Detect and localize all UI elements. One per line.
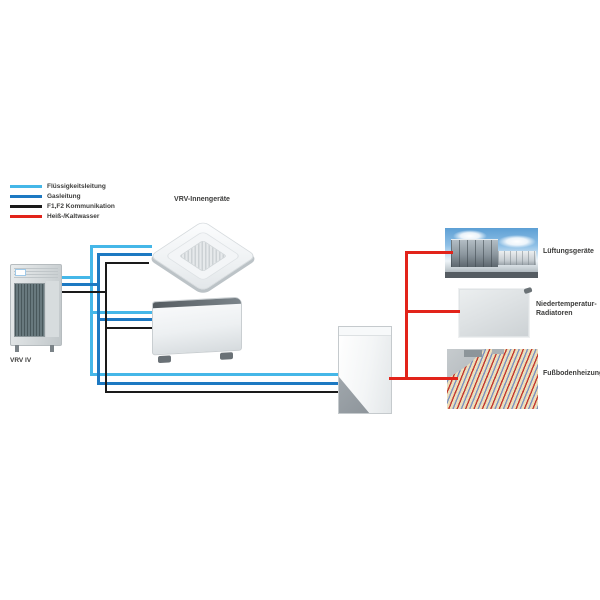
outdoor-unit-grille (14, 283, 45, 337)
comm-line-to-console (105, 327, 152, 329)
roof-ground (445, 272, 538, 278)
water-line-to-ventilation (405, 251, 453, 254)
water-line-to-radiator (405, 310, 460, 313)
legend: Flüssigkeitsleitung Gasleitung F1,F2 Kom… (10, 181, 115, 221)
outdoor-unit-label: VRV IV (10, 357, 32, 364)
indoor-units-label: VRV-Innengeräte (174, 196, 230, 203)
console-foot (220, 352, 233, 360)
legend-label: Gasleitung (47, 192, 81, 200)
liquid-line-from-outdoor (60, 276, 93, 279)
gas-line-to-cassette (97, 253, 152, 256)
cloud (498, 235, 536, 248)
comm-line-swatch (10, 204, 42, 208)
gas-line-swatch (10, 194, 42, 198)
floor-heating-label: Fußbodenheizung (543, 370, 600, 377)
ventilation-units-photo (445, 228, 538, 278)
cassette-indoor-unit (149, 216, 257, 294)
legend-label: Flüssigkeitsleitung (47, 182, 106, 190)
air-handling-unit (451, 239, 498, 267)
comm-line-from-outdoor (60, 291, 107, 293)
radiators-label-line2: Radiatoren (536, 310, 573, 317)
water-line-hydrobox-to-floor (389, 377, 458, 380)
floor-heating-photo (447, 349, 538, 409)
radiators-label: Niedertemperatur- Radiatoren (536, 301, 597, 317)
gas-line-from-outdoor (60, 283, 100, 286)
liquid-line-swatch (10, 184, 42, 188)
outdoor-unit-leg (50, 345, 54, 352)
ventilation-label: Lüftungsgeräte (543, 248, 594, 255)
radiator-valve (523, 286, 533, 295)
legend-item-water: Heiß-/Kaltwasser (10, 211, 115, 221)
liquid-line-to-hydrobox (90, 373, 340, 376)
hydrobox-top (339, 327, 391, 336)
console-top-strip (153, 297, 241, 309)
liquid-line-to-cassette (90, 245, 152, 248)
outdoor-unit-side-panel (46, 281, 59, 337)
liquid-line-to-console (90, 311, 154, 314)
vrv-outdoor-unit (10, 264, 62, 352)
console-indoor-unit (152, 296, 242, 364)
hydrobox-corner-panel (339, 376, 370, 413)
daikin-logo (15, 269, 26, 276)
floor-gray-block (464, 349, 482, 358)
floor-gray-block (491, 349, 505, 355)
radiators-label-line1: Niedertemperatur- (536, 301, 597, 308)
outdoor-unit-leg (15, 345, 19, 352)
liquid-line-riser (90, 245, 93, 376)
gas-line-to-hydrobox (97, 382, 340, 385)
comm-line-to-hydrobox (105, 391, 340, 393)
cassette-panel (149, 220, 257, 292)
legend-label: F1,F2 Kommunikation (47, 202, 115, 210)
console-body (152, 296, 242, 356)
water-line-swatch (10, 214, 42, 218)
hydrobox-unit (338, 326, 392, 414)
radiator-photo (458, 286, 533, 338)
water-line-vertical (405, 251, 408, 380)
gas-line-to-console (97, 318, 154, 321)
legend-item-gas: Gasleitung (10, 191, 115, 201)
legend-item-comm: F1,F2 Kommunikation (10, 201, 115, 211)
outdoor-unit-vents (14, 268, 58, 279)
air-handling-unit-small (498, 251, 536, 265)
legend-item-liquid: Flüssigkeitsleitung (10, 181, 115, 191)
console-foot (158, 355, 171, 364)
legend-label: Heiß-/Kaltwasser (47, 212, 100, 220)
comm-line-to-cassette (105, 262, 149, 264)
outdoor-unit-body (10, 264, 62, 346)
